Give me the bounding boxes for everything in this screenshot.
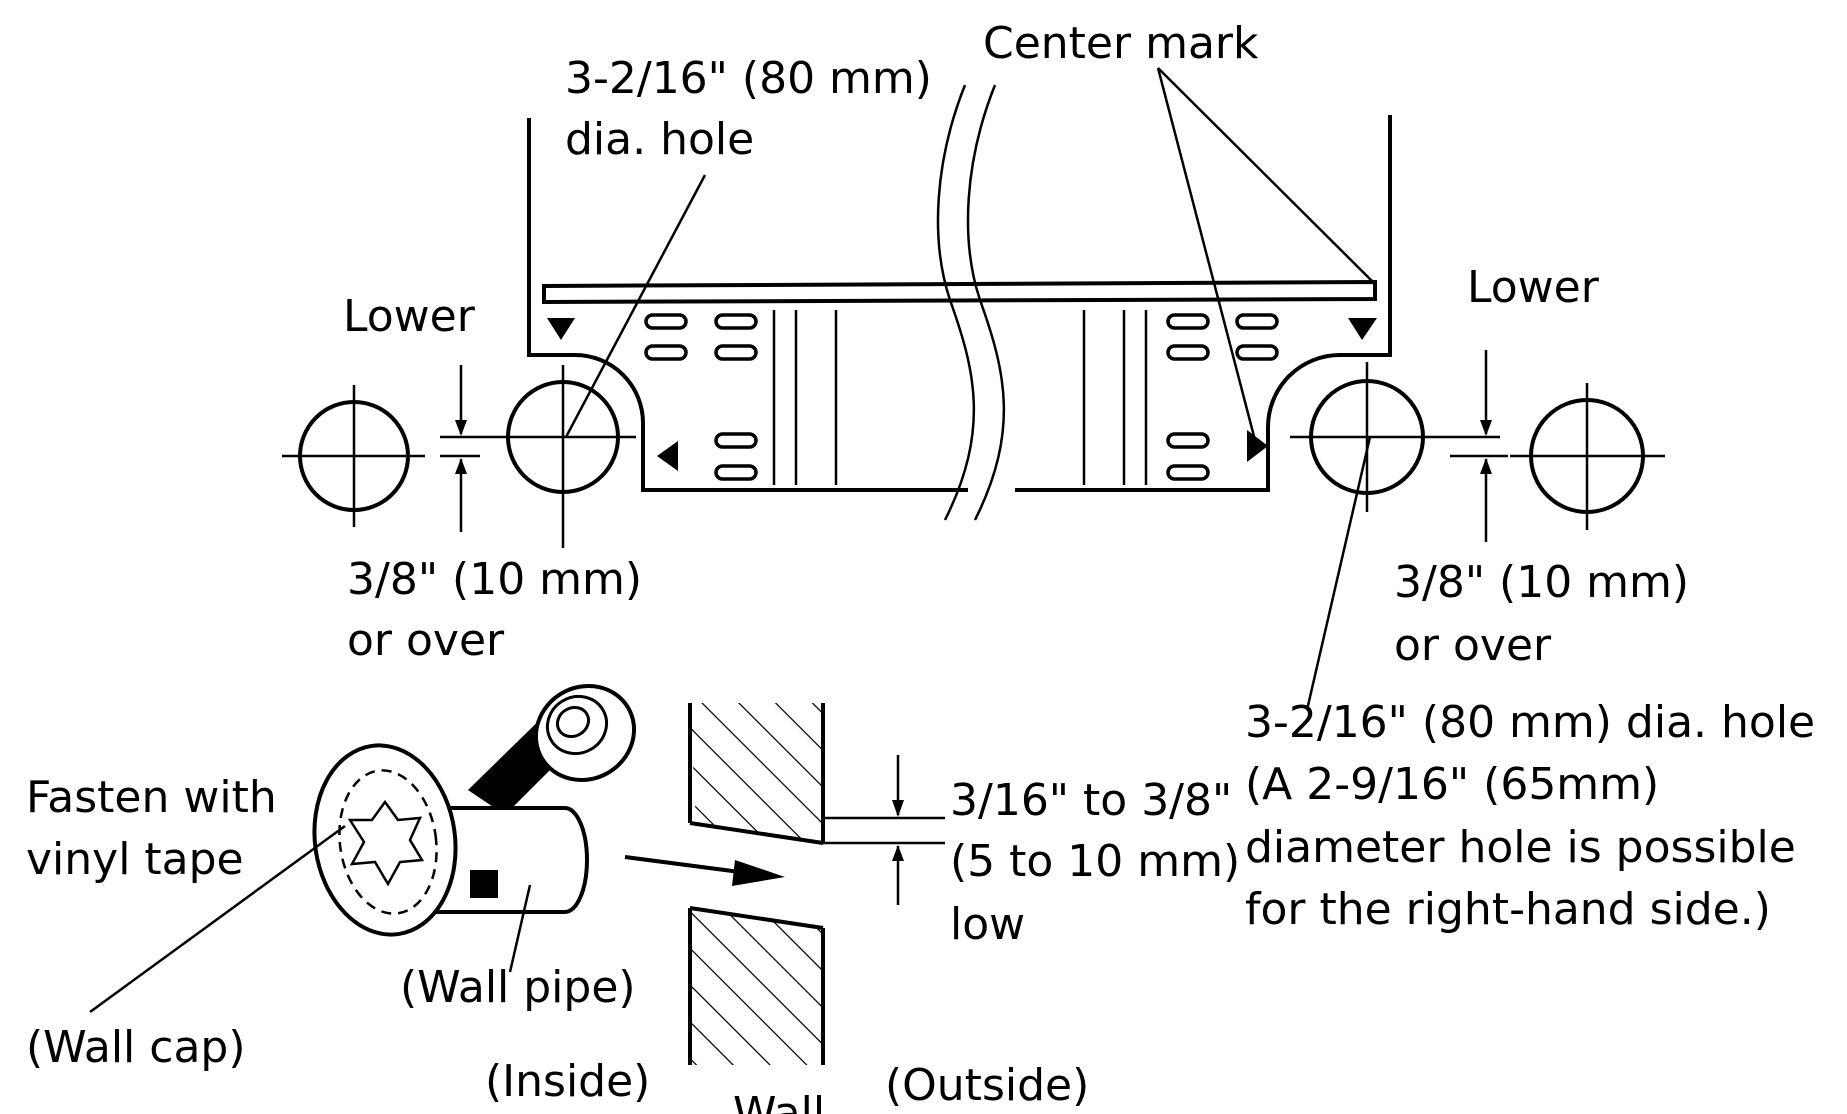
wall-pipe [428, 806, 589, 914]
hole-dia-right-line1: 3-2/16" (80 mm) dia. hole [1245, 697, 1815, 748]
offset-right-line1: 3/8" (10 mm) [1394, 557, 1689, 608]
fasten-line2: vinyl tape [26, 834, 244, 885]
wall-pipe-label: (Wall pipe) [400, 962, 636, 1013]
hole-dia-left-line2: dia. hole [565, 114, 754, 165]
left-hole-group [282, 174, 707, 548]
offset-left-line1: 3/8" (10 mm) [347, 554, 642, 605]
slope-line2: (5 to 10 mm) [950, 836, 1240, 887]
center-mark-triangle-top-left [547, 318, 575, 340]
center-mark-triangle-right [1247, 430, 1268, 462]
fasten-line1: Fasten with [26, 772, 277, 823]
right-hole-group [1290, 350, 1665, 711]
installation-plate [527, 84, 1392, 521]
offset-left-line2: or over [347, 615, 505, 666]
wall [688, 703, 825, 1065]
lower-left-label: Lower [343, 291, 476, 342]
plate-top-bar [542, 279, 1377, 305]
hole-dia-right-line2: (A 2-9/16" (65mm) [1245, 759, 1659, 810]
center-mark-leaders [1156, 67, 1374, 445]
wall-cap-assembly [89, 683, 637, 1014]
hole-dia-left-line1: 3-2/16" (80 mm) [565, 53, 932, 104]
direction-arrow [624, 855, 785, 886]
center-mark-label: Center mark [983, 18, 1259, 69]
outside-label: (Outside) [885, 1060, 1089, 1111]
slope-line1: 3/16" to 3/8" [950, 775, 1232, 826]
hole-dia-right-line3: diameter hole is possible [1245, 822, 1796, 873]
center-mark-triangle-top-right [1348, 318, 1377, 340]
lower-right-label: Lower [1467, 262, 1600, 313]
tape-roll [533, 683, 637, 783]
slope-line3: low [950, 899, 1025, 950]
slope-dimension [823, 755, 945, 905]
inside-label: (Inside) [485, 1056, 650, 1107]
wall-label: Wall [733, 1088, 825, 1114]
hole-dia-right-line4: for the right-hand side.) [1245, 884, 1771, 935]
offset-right-line2: or over [1394, 620, 1552, 671]
center-mark-triangle-left [657, 441, 678, 471]
wall-cap-label: (Wall cap) [26, 1022, 246, 1073]
